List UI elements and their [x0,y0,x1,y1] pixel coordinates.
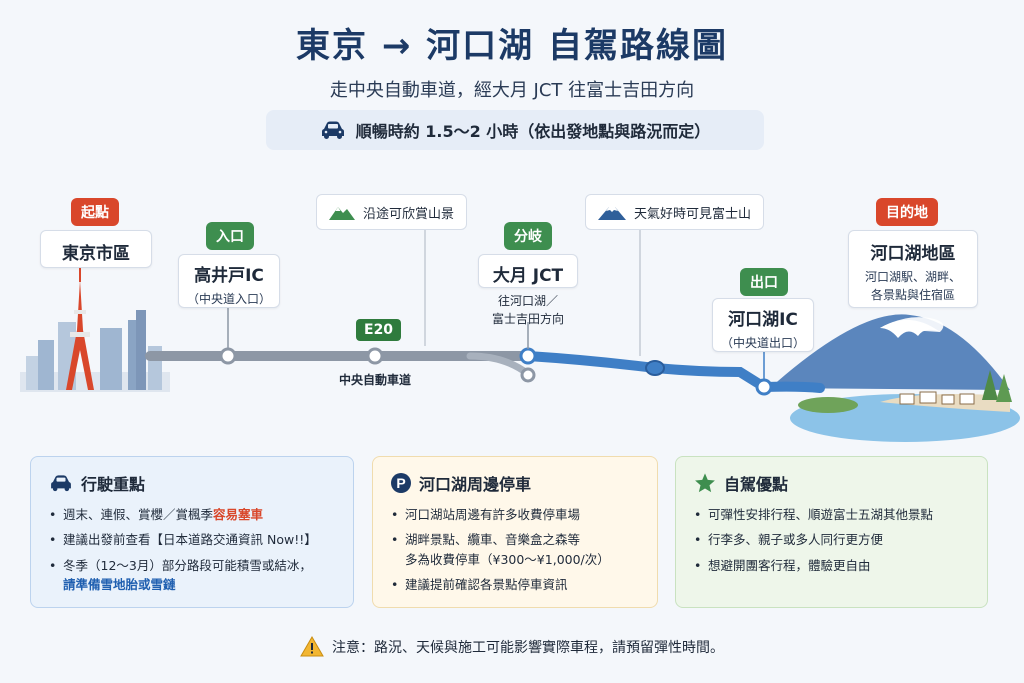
destination-sub: 河口湖駅、湖畔、 各景點與住宿區 [849,268,977,304]
advantages-heading: 自駕優點 [694,471,969,495]
parking-panel: P 河口湖周邊停車 河口湖站周邊有許多收費停車場 湖畔景點、纜車、音樂盒之森等多… [372,456,658,608]
highway-label: 中央自動車道 [338,373,411,387]
parking-item2-text: 湖畔景點、纜車、音樂盒之森等 [405,532,581,548]
car-icon [51,475,71,492]
start-tag: 起點 [71,198,119,226]
destination-tag: 目的地 [876,198,938,226]
list-item: 建議提前確認各景點停車資訊 [391,575,639,595]
page-subtitle: 走中央自動車道，經大月 JCT 往富士吉田方向 [329,80,695,101]
otsuki-sub1: 往河口湖／ [497,294,558,308]
driving-item3-text: 冬季（12～3月）部分路段可能積雪或結冰， [63,557,312,573]
warning-icon [300,636,324,657]
advantages-list: 可彈性安排行程、順遊富士五湖其他景點 行李多、親子或多人同行更方便 想避開團客行… [694,505,969,576]
start-card: 東京市區 [40,230,152,268]
otsuki-name: 大月 JCT [492,266,564,286]
svg-text:P: P [396,475,405,491]
parking-title: 河口湖周邊停車 [419,475,532,494]
takaido-tag: 入口 [206,222,254,250]
parking-list: 河口湖站周邊有許多收費停車場 湖畔景點、纜車、音樂盒之森等多為收費停車（¥300… [391,505,639,595]
mountain-note: 沿途可欣賞山景 [316,194,468,230]
node-otsuki [519,347,537,365]
list-item: 河口湖站周邊有許多收費停車場 [391,505,639,525]
destination-name: 河口湖地區 [870,244,956,264]
duration-text: 順暢時約 1.5～2 小時（依出發地點與路況而定） [355,122,711,141]
destination-sub2: 各景點與住宿區 [870,288,955,302]
advantages-item1-text: 可彈性安排行程、順遊富士五湖其他景點 [708,507,934,522]
mountain-icon [329,207,355,220]
tokyo-skyline [20,268,170,392]
e20-badge: E20 [356,319,402,341]
star-icon [695,473,715,493]
kawaguchiko-ic-sub: （中央道出口） [720,336,805,350]
takaido-name: 高井戸IC [194,266,264,286]
driving-tips-heading: 行駛重點 [49,471,335,495]
destination-card: 河口湖地區 河口湖駅、湖畔、 各景點與住宿區 [848,230,978,308]
driving-tips-title: 行駛重點 [81,475,146,494]
fuji-note-text: 天氣好時可見富士山 [634,206,752,222]
list-item: 建議出發前查看【日本道路交通資訊 Now!!】 [49,530,335,550]
lake-scene [770,314,1020,442]
node-mid [645,360,665,376]
parking-icon: P [391,473,411,493]
advantages-title: 自駕優點 [724,475,789,494]
parking-item1-text: 河口湖站周邊有許多收費停車場 [405,507,581,522]
destination-sub1: 河口湖駅、湖畔、 [864,270,961,284]
start-name: 東京市區 [62,244,130,264]
otsuki-direction: 往河口湖／ 富士吉田方向 [468,292,588,328]
route-illustration [20,228,1020,442]
driving-tips-panel: 行駛重點 週末、連假、賞櫻／賞楓季容易塞車 建議出發前查看【日本道路交通資訊 N… [30,456,354,608]
list-item: 週末、連假、賞櫻／賞楓季容易塞車 [49,505,335,525]
advantages-item3-text: 想避開團客行程，體驗更自由 [708,557,871,573]
takaido-card: 高井戸IC （中央道入口） [178,254,280,308]
page-title: 東京 → 河口湖 自駕路線圖 [296,26,728,66]
parking-heading: P 河口湖周邊停車 [391,471,639,495]
list-item: 想避開團客行程，體驗更自由 [694,556,969,576]
road-blue [523,351,825,393]
driving-item3-highlight: 請準備雪地胎或雪鏈 [63,577,176,593]
kawaguchiko-ic-card: 河口湖IC （中央道出口） [712,298,814,352]
node-e20 [366,347,384,365]
otsuki-card: 大月 JCT [478,254,578,288]
driving-item2-text: 建議出發前查看【日本道路交通資訊 Now!!】 [63,532,317,548]
advantages-panel: 自駕優點 可彈性安排行程、順遊富士五湖其他景點 行李多、親子或多人同行更方便 想… [675,456,988,608]
list-item: 可彈性安排行程、順遊富士五湖其他景點 [694,505,969,525]
driving-item1-highlight: 容易塞車 [213,507,264,522]
car-icon [321,121,344,139]
advantages-item2-text: 行李多、親子或多人同行更方便 [708,532,884,548]
duration-banner: 順暢時約 1.5～2 小時（依出發地點與路況而定） [266,110,764,150]
otsuki-sub2: 富士吉田方向 [491,312,564,326]
driving-item1-text: 週末、連假、賞櫻／賞楓季 [63,507,214,522]
fuji-note: 天氣好時可見富士山 [585,194,765,230]
footer-note: 注意：路況、天候與施工可能影響實際車程，請預留彈性時間。 [0,636,1024,657]
kawaguchiko-ic-name: 河口湖IC [728,310,798,330]
otsuki-tag: 分岐 [504,222,552,250]
footer-note-text: 注意：路況、天候與施工可能影響實際車程，請預留彈性時間。 [332,639,724,656]
list-item: 冬季（12～3月）部分路段可能積雪或結冰， 請準備雪地胎或雪鏈 [49,556,335,595]
parking-item3-text: 建議提前確認各景點停車資訊 [405,577,568,593]
parking-item2-price: 多為收費停車（¥300～¥1,000/次） [405,551,610,567]
takaido-sub: （中央道入口） [186,292,271,306]
kawaguchiko-ic-tag: 出口 [740,268,788,296]
fuji-icon [598,207,626,220]
node-otsuki-branch [520,367,536,383]
node-takaido [219,347,237,365]
list-item: 行李多、親子或多人同行更方便 [694,530,969,550]
driving-tips-list: 週末、連假、賞櫻／賞楓季容易塞車 建議出發前查看【日本道路交通資訊 Now!!】… [49,505,335,595]
mountain-note-text: 沿途可欣賞山景 [363,206,455,222]
node-kawaguchiko-ic [755,378,773,396]
